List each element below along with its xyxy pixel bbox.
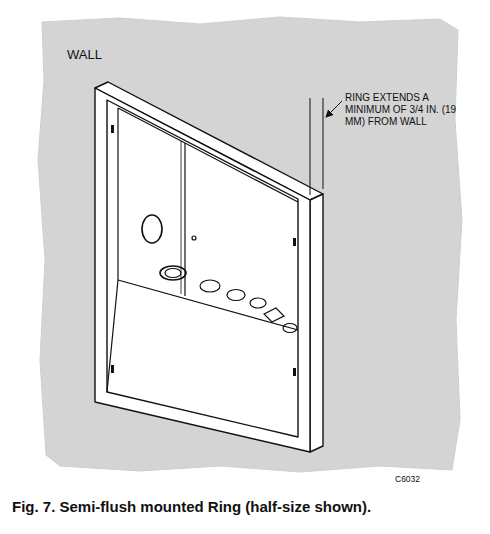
wall-label: WALL — [67, 47, 102, 63]
dimension-note: RING EXTENDS A MINIMUM OF 3/4 IN. (19 MM… — [345, 92, 461, 129]
figure-caption: Fig. 7. Semi-flush mounted Ring (half-si… — [12, 498, 482, 516]
wall-area — [38, 17, 462, 472]
figure-code: C6032 — [395, 474, 420, 484]
ring-box-interior — [107, 108, 298, 392]
dimension-line — [310, 98, 342, 195]
mounting-slot — [111, 125, 296, 376]
ring-frame — [95, 82, 323, 452]
